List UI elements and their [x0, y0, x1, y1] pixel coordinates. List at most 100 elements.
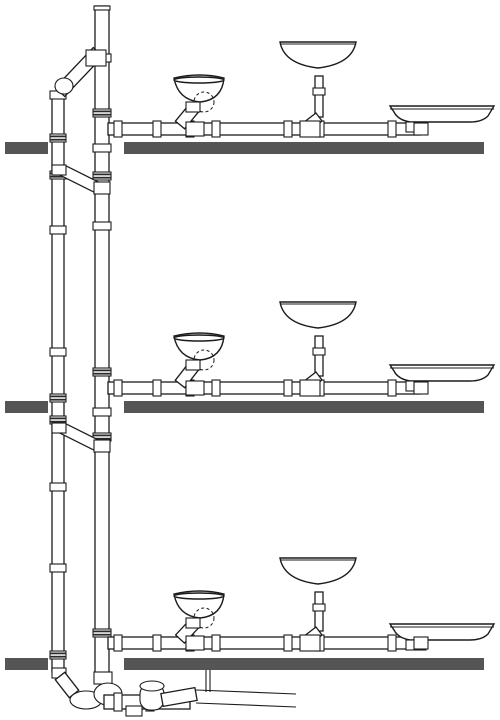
pipe-coupling: [92, 108, 112, 118]
pipe-coupling: [49, 347, 67, 357]
bathtub-drain-elbow: [413, 381, 429, 395]
toilet: [173, 74, 225, 137]
coupling-band: [50, 655, 66, 658]
vent-stack: [49, 90, 67, 673]
building-sewer-lower-edge: [195, 702, 297, 708]
pipe-coupling: [92, 143, 112, 153]
washbasin-coupling: [312, 87, 326, 96]
pipe-coupling: [283, 379, 293, 397]
pipe-coupling: [92, 171, 112, 181]
coupling-sleeve: [92, 108, 112, 118]
bathtub: [388, 623, 496, 651]
coupling-sleeve: [92, 221, 112, 231]
relief-vent-wye: [51, 422, 67, 434]
pipe-coupling: [113, 634, 123, 652]
coupling-band: [50, 395, 66, 398]
stack-base-coupling: [93, 671, 113, 685]
washbasin: [279, 41, 357, 138]
coupling-sleeve: [49, 563, 67, 573]
toilet-branch-wye: [185, 121, 205, 137]
pipe-coupling: [49, 225, 67, 235]
pipe-coupling: [387, 634, 397, 652]
coupling-band: [50, 420, 66, 423]
coupling-sleeve: [49, 650, 67, 660]
pipe-coupling: [113, 692, 123, 712]
pipe-coupling: [387, 379, 397, 397]
floor-slab-right: [124, 401, 484, 413]
toilet: [173, 332, 225, 396]
coupling-sleeve: [92, 143, 112, 153]
drain-support-fitting: [125, 705, 143, 717]
relief-vent-tee: [93, 181, 111, 195]
toilet-rim: [173, 76, 225, 84]
cleanout-cap: [139, 680, 165, 692]
washbasin-bowl: [279, 301, 357, 329]
stacks: [49, 5, 112, 681]
coupling-band: [50, 138, 66, 141]
floor-slab-right: [124, 658, 484, 670]
washbasin-branch-tee: [299, 379, 321, 397]
pipe-coupling: [387, 120, 397, 138]
washbasin-bowl: [279, 41, 357, 69]
vent-wye-fitting: [85, 49, 107, 67]
toilet-branch-wye: [185, 380, 205, 396]
vent-base-elbow: [54, 671, 80, 699]
coupling-sleeve: [92, 628, 112, 638]
washbasin-tailpiece: [314, 75, 324, 118]
pipe-coupling: [152, 379, 162, 397]
bathtub-body: [388, 364, 496, 382]
washbasin-tailpiece: [314, 335, 324, 377]
toilet-trap-hidden: [193, 349, 215, 371]
bathtub-body: [388, 105, 496, 123]
bathtub-drain-elbow: [413, 122, 429, 136]
pipe-coupling: [211, 120, 221, 138]
washbasin-bowl: [279, 557, 357, 585]
floor-fixture-group: [107, 41, 496, 138]
pipe-coupling: [92, 628, 112, 638]
pipe-coupling: [49, 563, 67, 573]
relief-vent-connection: [51, 164, 111, 195]
building-drain-assembly: [51, 667, 297, 717]
pipe-coupling: [49, 393, 67, 403]
pipe-coupling: [113, 379, 123, 397]
vent-elbow: [54, 77, 74, 95]
soil-stack-pipe: [94, 5, 110, 681]
pipe-coupling: [92, 407, 112, 417]
coupling-band: [93, 176, 111, 179]
coupling-sleeve: [49, 225, 67, 235]
coupling-band: [93, 633, 111, 636]
pipe-coupling: [49, 133, 67, 143]
floors: [107, 41, 496, 652]
toilet-rim: [173, 592, 225, 600]
coupling-band: [50, 398, 66, 401]
pipe-coupling: [283, 120, 293, 138]
coupling-band: [93, 110, 111, 113]
coupling-band: [93, 372, 111, 375]
coupling-band: [50, 135, 66, 138]
bathtub-drain-elbow: [413, 636, 429, 650]
bathtub-body: [388, 623, 496, 641]
toilet-outlet-fitting: [185, 359, 201, 371]
coupling-sleeve: [92, 407, 112, 417]
vent-stack-top-connection: [54, 46, 107, 98]
relief-vent-wye: [51, 164, 67, 176]
relief-vent-connection: [51, 422, 111, 453]
washbasin-coupling: [312, 347, 326, 356]
stack-top-cap: [93, 5, 111, 11]
building-drain: [51, 667, 297, 717]
building-sewer-connector: [160, 686, 198, 708]
building-sewer-upper-edge: [195, 689, 297, 695]
pipe-coupling: [113, 120, 123, 138]
floor-fixture-group: [107, 301, 496, 397]
washbasin-branch-tee: [299, 634, 321, 652]
coupling-band: [93, 113, 111, 116]
floor-slab-left: [5, 658, 48, 670]
coupling-band: [50, 652, 66, 655]
coupling-sleeve: [92, 171, 112, 181]
pipe-coupling: [152, 120, 162, 138]
floor-slab-left: [5, 401, 48, 413]
floor-slab-left: [5, 142, 48, 154]
washbasin-coupling: [312, 603, 326, 612]
pipe-coupling: [92, 221, 112, 231]
